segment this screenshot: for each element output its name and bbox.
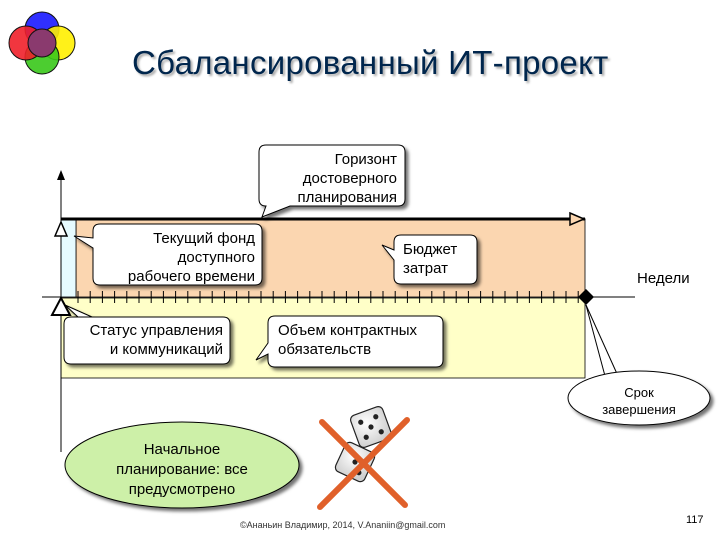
horizon-arrow-left (53, 220, 69, 237)
status-triangle (50, 295, 72, 316)
contracts-callout-shape (255, 315, 444, 368)
vertical-axis-arrow (57, 170, 65, 180)
page-title: Сбалансированный ИТ-проект (132, 44, 609, 81)
deadline-diamond (578, 289, 594, 305)
budget-callout-text: Бюджет затрат (403, 241, 458, 277)
weeks-axis-label: Недели (637, 270, 690, 287)
deadline-callout-text: Срок завершения (602, 385, 676, 417)
initial-planning-ellipse (64, 421, 300, 509)
dice-icon (334, 406, 392, 483)
time-fund-callout-text: Текущий фонд доступного рабочего времени (127, 230, 255, 285)
week-ticks (77, 291, 579, 303)
cross-icon (317, 417, 410, 510)
footer-copyright: ©Ананьин Владимир, 2014, V.Ananiin@gmail… (240, 520, 446, 530)
logo-center (27, 28, 57, 58)
deadline-pointer-2 (585, 304, 619, 377)
horizon-arrow-right (569, 211, 586, 227)
logo (8, 11, 76, 75)
horizon-callout-shape (258, 144, 406, 218)
deadline-pointer-1 (585, 304, 606, 377)
contracts-callout-text: Объем контрактных обязательств (278, 322, 418, 358)
budget-callout-shape (381, 234, 478, 285)
deadline-oval-shape (567, 370, 711, 426)
page-number: 117 (686, 514, 704, 526)
status-callout-text: Статус управления и коммуникаций (89, 322, 223, 358)
time-fund-callout-shape (73, 223, 263, 286)
status-callout-shape (63, 304, 231, 365)
horizon-callout-text: Горизонт достоверного планирования (297, 151, 398, 206)
initial-planning-text: Начальное планирование: все предусмотрен… (116, 441, 248, 498)
